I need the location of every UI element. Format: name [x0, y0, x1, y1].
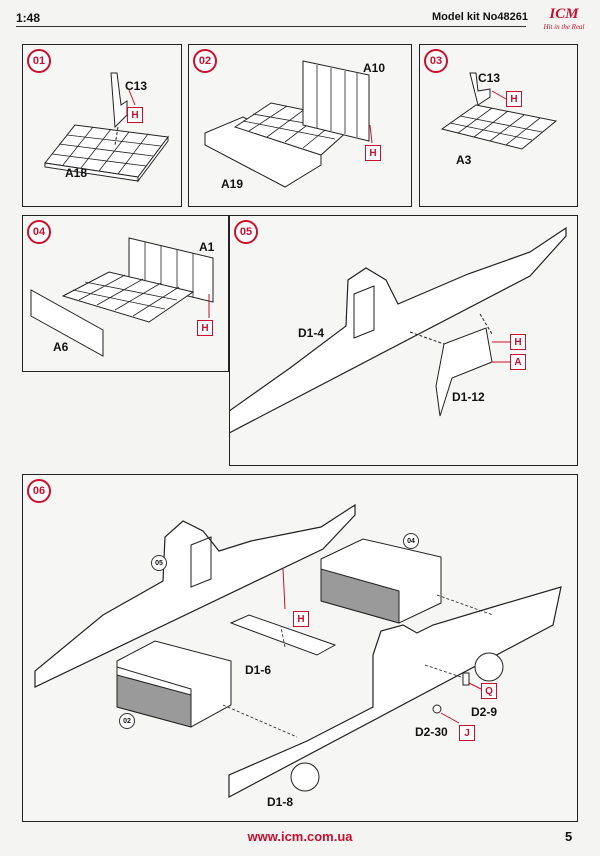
part-label-d1-8: D1-8 [267, 795, 294, 809]
logo-text: ICM [549, 6, 579, 22]
part-label-c13: C13 [478, 71, 501, 85]
part-label-c13: C13 [125, 79, 148, 93]
part-label-a19: A19 [221, 177, 244, 191]
glue-tag-h: H [365, 145, 381, 161]
part-label-a18: A18 [65, 166, 88, 180]
step-04-panel: 04 A1 A6 H [22, 215, 229, 372]
part-label-a3: A3 [456, 153, 472, 167]
page-header: 1:48 Model kit No48261 ICM Hit in the Re… [0, 0, 600, 31]
paint-tag-a: A [510, 354, 526, 370]
kit-number: Model kit No48261 [432, 11, 528, 23]
glue-tag-h: H [127, 107, 143, 123]
part-a6 [30, 289, 104, 357]
part-label-d1-4: D1-4 [298, 326, 325, 340]
icm-logo: ICM Hit in the Real [536, 6, 592, 34]
upper-frame-d1-4 [34, 503, 356, 688]
step-01-panel: 01 C13 A18 H [22, 44, 182, 207]
part-label-d1-6: D1-6 [245, 663, 272, 677]
part-a10 [302, 60, 370, 142]
step-01-drawing [44, 72, 169, 183]
glue-tag-j: J [459, 725, 475, 741]
step-04-drawing [30, 237, 214, 357]
part-d2-9-shape [462, 672, 470, 686]
step-03-panel: 03 C13 A3 H [419, 44, 578, 207]
step-02-drawing [204, 60, 373, 188]
part-a19 [204, 116, 322, 188]
part-label-d2-9: D2-9 [471, 705, 498, 719]
step-02-panel: 02 A10 A19 H [188, 44, 412, 207]
part-c13 [469, 72, 491, 106]
glue-tag-h: H [510, 334, 526, 350]
step-ref-04: 04 [403, 533, 419, 549]
step-number: 05 [234, 220, 258, 244]
step-05-drawing [230, 226, 567, 434]
part-d1-4 [230, 226, 567, 434]
part-label-d1-12: D1-12 [452, 390, 485, 404]
part-label-d2-30: D2-30 [415, 725, 448, 739]
step-number: 06 [27, 479, 51, 503]
page-number: 5 [565, 829, 573, 844]
step-number: 02 [193, 49, 217, 73]
step-03-drawing [440, 72, 558, 150]
glue-tag-q: Q [481, 683, 497, 699]
part-d2-30-shape [432, 704, 442, 714]
seat-grid-a18 [44, 124, 169, 183]
part-d1-12 [435, 327, 493, 417]
logo-tagline: Hit in the Real [543, 23, 585, 31]
step-number: 01 [27, 49, 51, 73]
part-label-a10: A10 [363, 61, 386, 75]
step-number: 04 [27, 220, 51, 244]
glue-tag-h: H [506, 91, 522, 107]
step-number: 03 [424, 49, 448, 73]
part-c13 [110, 72, 128, 129]
step-06-drawing [34, 503, 562, 798]
header-rule [16, 26, 526, 27]
glue-tag-h: H [293, 611, 309, 627]
step-05-panel: 05 D1-4 D1-12 H A [229, 215, 578, 466]
lower-frame-d1-8 [228, 586, 562, 798]
part-label-a6: A6 [53, 340, 69, 354]
part-label-a1: A1 [199, 240, 215, 254]
step-06-panel: 06 D1-6 D1-8 D2-9 D2-30 H Q J 05 04 [22, 474, 578, 822]
glue-tag-h: H [197, 320, 213, 336]
step-ref-02: 02 [119, 713, 135, 729]
footer-url[interactable]: www.icm.com.ua [247, 829, 353, 844]
step-ref-05: 05 [151, 555, 167, 571]
scale-label: 1:48 [16, 11, 41, 25]
